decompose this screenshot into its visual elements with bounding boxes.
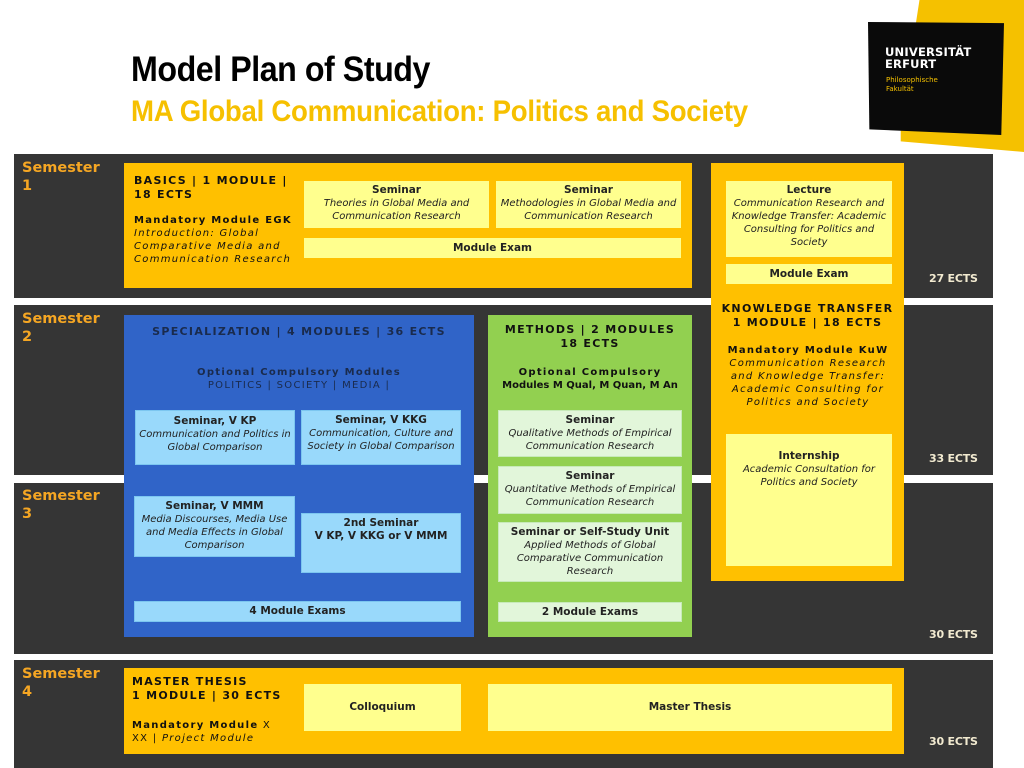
card-desc: Communication, Culture and Society in Gl… — [307, 428, 455, 452]
card-type: Seminar — [565, 470, 615, 482]
methods-seminar-qualitative: Seminar Qualitative Methods of Empirical… — [498, 410, 682, 457]
kt-module-exam: Module Exam — [726, 264, 892, 284]
kt-internship: Internship Academic Consultation for Pol… — [726, 434, 892, 566]
logo-name-line1: UNIVERSITÄT — [885, 45, 972, 59]
methods-heading-line1: METHODS | 2 MODULES — [504, 323, 676, 336]
card-type: Seminar or Self-Study Unit — [510, 526, 670, 538]
methods-seminar-applied: Seminar or Self-Study Unit Applied Metho… — [498, 522, 682, 582]
semester-ects-2: 33 ECTS — [929, 452, 978, 465]
semester-label-2: Semester 2 — [22, 310, 100, 346]
page-title: Model Plan of Study — [131, 50, 430, 89]
card-type: 2nd Seminar — [343, 517, 419, 529]
card-desc: Qualitative Methods of Empirical Communi… — [508, 428, 672, 452]
semester-ects-4: 30 ECTS — [929, 735, 978, 748]
kt-heading-line1: KNOWLEDGE TRANSFER — [721, 302, 894, 315]
card-desc: Quantitative Methods of Empirical Commun… — [504, 484, 676, 508]
card-type: Lecture — [786, 184, 832, 196]
specialization-areas: POLITICS | SOCIETY | MEDIA | — [207, 380, 391, 391]
semester-label-text: Semester — [22, 488, 100, 504]
specialization-heading: SPECIALIZATION | 4 MODULES | 36 ECTS — [152, 325, 446, 338]
basics-seminar-methodologies: Seminar Methodologies in Global Media an… — [496, 181, 681, 228]
card-desc: Applied Methods of Global Comparative Co… — [516, 540, 664, 577]
spec-seminar-vkp: Seminar, V KP Communication and Politics… — [135, 410, 295, 465]
semester-ects-3: 30 ECTS — [929, 628, 978, 641]
thesis-module-code: XX | — [132, 733, 158, 744]
spec-seminar-vkkg: Seminar, V KKG Communication, Culture an… — [301, 410, 461, 465]
logo-faculty-line2: Fakultät — [886, 85, 914, 93]
basics-module-info: Mandatory Module EGK Introduction: Globa… — [134, 214, 292, 266]
basics-heading-line2: 18 ECTS — [134, 188, 194, 201]
semester-label-text: Semester — [22, 666, 100, 682]
semester-label-number: 1 — [22, 178, 33, 194]
card-type: Seminar — [564, 184, 613, 196]
basics-module-label: Mandatory Module EGK — [134, 215, 292, 226]
kt-heading-line2: 1 MODULE | 18 ECTS — [732, 316, 883, 329]
thesis-module-info: Mandatory Module X XX | Project Module — [132, 719, 271, 745]
card-desc: V KP, V KKG or V MMM — [314, 530, 448, 542]
logo-faculty-line1: Philosophische — [886, 76, 938, 84]
methods-module-exams: 2 Module Exams — [498, 602, 682, 622]
thesis-heading-line2: 1 MODULE | 30 ECTS — [132, 689, 282, 702]
semester-label-text: Semester — [22, 160, 100, 176]
spec-second-seminar: 2nd Seminar V KP, V KKG or V MMM — [301, 513, 461, 573]
card-desc: Communication and Politics in Global Com… — [139, 429, 291, 453]
logo-faculty: Philosophische Fakultät — [886, 76, 938, 94]
methods-seminar-quantitative: Seminar Quantitative Methods of Empirica… — [498, 466, 682, 514]
semester-label-3: Semester 3 — [22, 487, 100, 523]
card-type: Internship — [778, 450, 840, 462]
methods-heading: METHODS | 2 MODULES 18 ECTS — [488, 323, 692, 351]
spec-seminar-vmmm: Seminar, V MMM Media Discourses, Media U… — [134, 496, 295, 557]
kt-module-label: Mandatory Module KuW — [727, 345, 889, 356]
logo-name-line2: ERFURT — [885, 57, 937, 71]
page-subtitle: MA Global Communication: Politics and So… — [131, 95, 748, 128]
basics-module-desc: Communication Research — [134, 254, 292, 265]
thesis-heading: MASTER THESIS 1 MODULE | 30 ECTS — [132, 675, 282, 703]
spec-module-exams: 4 Module Exams — [134, 601, 461, 622]
card-type: Seminar — [372, 184, 421, 196]
card-desc: Communication Research and Knowledge Tra… — [731, 198, 887, 248]
thesis-colloquium: Colloquium — [304, 684, 461, 731]
thesis-heading-line1: MASTER THESIS — [132, 675, 248, 688]
semester-label-number: 2 — [22, 329, 33, 345]
basics-module-exam: Module Exam — [304, 238, 681, 258]
card-type: Seminar — [565, 414, 615, 426]
logo-university-name: UNIVERSITÄT ERFURT — [885, 46, 971, 70]
kt-module-info: Mandatory Module KuW Communication Resea… — [718, 344, 898, 409]
logo-black-shape — [868, 22, 1004, 135]
thesis-module-code: X — [262, 720, 272, 731]
basics-heading-line1: BASICS | 1 MODULE | — [134, 174, 288, 187]
thesis-module-label: Mandatory Module — [132, 720, 259, 731]
specialization-optional: Optional Compulsory Modules POLITICS | S… — [124, 366, 474, 392]
semester-label-number: 4 — [22, 684, 33, 700]
thesis-module-desc: Project Module — [161, 733, 255, 744]
semester-label-text: Semester — [22, 311, 100, 327]
card-desc: Academic Consultation for Politics and S… — [742, 464, 876, 488]
basics-seminar-theories: Seminar Theories in Global Media and Com… — [304, 181, 489, 228]
kt-heading: KNOWLEDGE TRANSFER 1 MODULE | 18 ECTS — [711, 302, 904, 330]
card-type: Seminar, V KKG — [335, 414, 427, 426]
semester-label-4: Semester 4 — [22, 665, 100, 701]
specialization-module — [124, 315, 474, 637]
basics-module-desc: Comparative Media and — [134, 241, 281, 252]
semester-label-number: 3 — [22, 506, 33, 522]
methods-optional-line2: Modules M Qual, M Quan, M An — [502, 380, 678, 391]
basics-heading: BASICS | 1 MODULE | 18 ECTS — [134, 174, 288, 202]
card-desc: Theories in Global Media and Communicati… — [323, 198, 470, 222]
methods-optional: Optional Compulsory Modules M Qual, M Qu… — [488, 366, 692, 392]
basics-module-desc: Introduction: Global — [134, 228, 260, 239]
card-desc: Media Discourses, Media Use and Media Ef… — [141, 514, 288, 551]
semester-label-1: Semester 1 — [22, 159, 100, 195]
semester-ects-1: 27 ECTS — [929, 272, 978, 285]
card-type: Seminar, V MMM — [165, 500, 264, 512]
methods-heading-line2: 18 ECTS — [560, 337, 620, 350]
card-type: Seminar, V KP — [173, 415, 257, 427]
kt-module-desc: Communication Research and Knowledge Tra… — [729, 358, 887, 408]
thesis-master-thesis: Master Thesis — [488, 684, 892, 731]
methods-optional-line1: Optional Compulsory — [518, 367, 662, 378]
kt-lecture: Lecture Communication Research and Knowl… — [726, 181, 892, 257]
card-desc: Methodologies in Global Media and Commun… — [500, 198, 677, 222]
specialization-optional-label: Optional Compulsory Modules — [197, 367, 401, 378]
